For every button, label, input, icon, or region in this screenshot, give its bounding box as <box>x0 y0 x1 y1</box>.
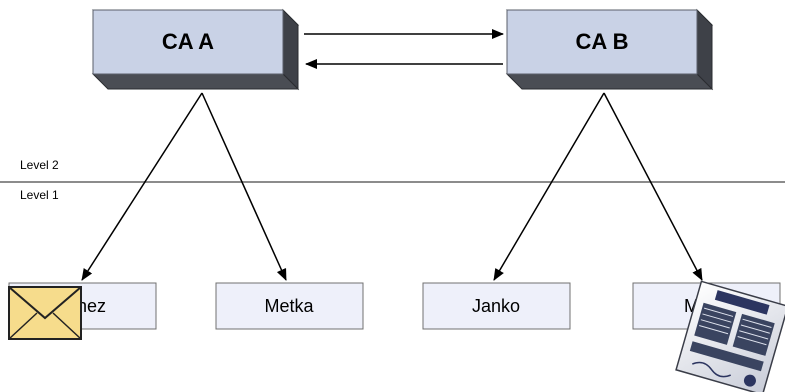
issue-arrow-ca-b-to-janko <box>493 92 605 281</box>
entity-metka: Metka <box>215 282 364 330</box>
issue-arrow-ca-b-to-mirko <box>603 92 703 281</box>
ca-a-node: CA A <box>91 8 300 91</box>
issue-arrow-ca-a-to-metka <box>201 92 287 281</box>
issue-arrow-ca-a-to-janez <box>81 92 203 281</box>
ca-b-front-face <box>506 9 698 75</box>
certificate-document-icon <box>675 280 785 392</box>
ca-b-label: CA B <box>576 29 629 54</box>
ca-a-bottom-face <box>91 73 300 90</box>
ca-a-front-face <box>92 9 284 75</box>
entity-box <box>422 282 571 330</box>
level-1-label: Level 1 <box>20 188 59 202</box>
entity-janko: Janko <box>422 282 571 330</box>
ca-a-label: CA A <box>162 29 214 54</box>
entity-box <box>215 282 364 330</box>
level-2-label: Level 2 <box>20 158 59 172</box>
ca-b-bottom-face <box>505 73 714 90</box>
ca-b-node: CA B <box>505 8 714 91</box>
entity-label: Metka <box>264 296 314 316</box>
envelope-icon <box>8 286 82 340</box>
entity-label: Janko <box>472 296 520 316</box>
